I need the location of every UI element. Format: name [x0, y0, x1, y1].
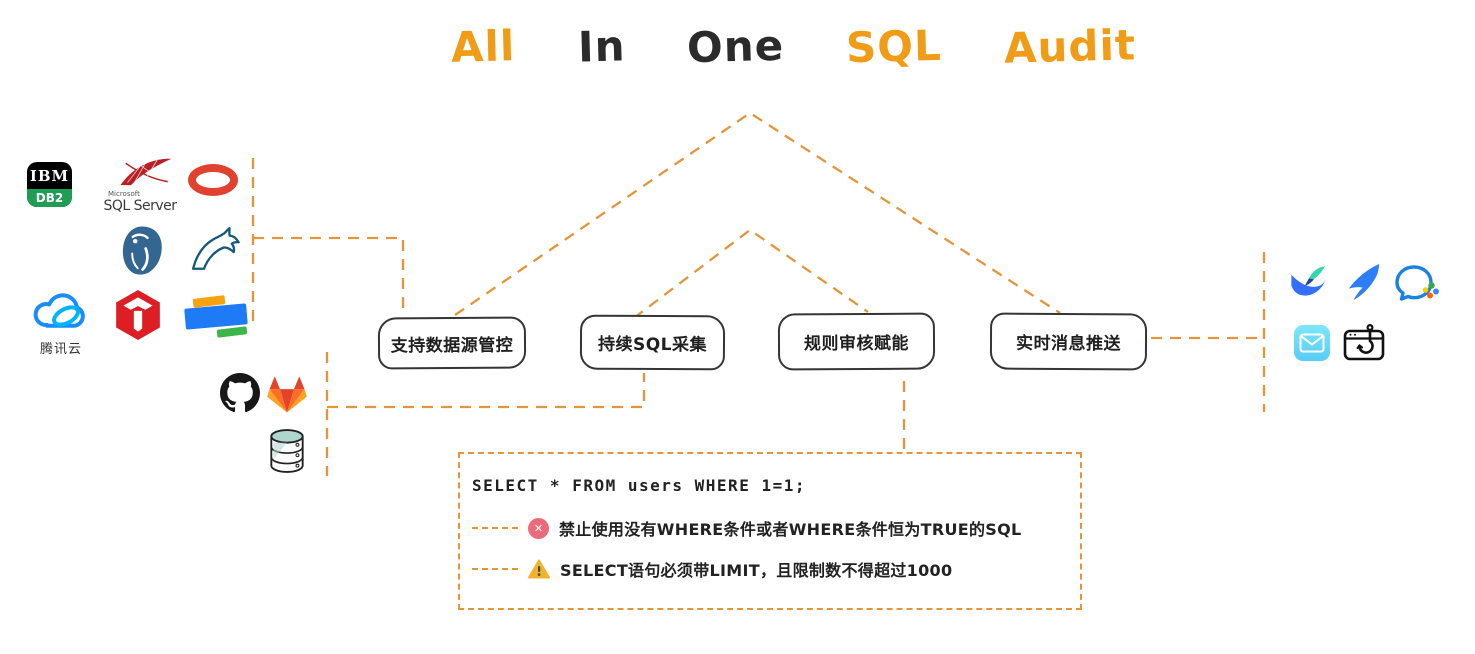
title-word: Audit [1003, 20, 1137, 73]
ibm-logo-text: IBM [27, 162, 72, 189]
rule-dash [472, 568, 518, 570]
ibm-db2-icon: IBM DB2 [27, 162, 72, 207]
sql-query-text: SELECT * FROM users WHERE 1=1; [472, 476, 806, 495]
envelope-icon [1299, 333, 1325, 353]
gitlab-icon [267, 376, 307, 413]
title-word: In [576, 21, 626, 72]
oceanbase-ribbon-blue [184, 303, 248, 330]
tencent-cloud-label: 腾讯云 [39, 342, 82, 357]
feature-box-datasource-management: 支持数据源管控 [377, 316, 527, 370]
rule-row-error: ✕ 禁止使用没有WHERE条件或者WHERE条件恒为TRUE的SQL [472, 516, 1022, 540]
dingtalk-icon [1348, 264, 1380, 300]
feature-label: 实时消息推送 [1015, 333, 1122, 355]
tencent-cloud-logo-icon [33, 293, 85, 328]
title-word: One [686, 20, 785, 73]
warning-triangle-icon [528, 559, 550, 579]
microsoft-sql-server-icon: Microsoft SQL Server [100, 156, 180, 214]
tidb-icon [116, 290, 160, 340]
oceanbase-ribbon-green [216, 326, 248, 338]
postgresql-icon [122, 226, 162, 275]
connector-big-roof [454, 111, 1061, 316]
wechat-work-icon [1395, 265, 1439, 301]
title-word: All [450, 21, 517, 72]
oracle-icon [188, 164, 238, 196]
tencent-cloud-icon: 腾讯云 [30, 291, 92, 357]
connector-left-branch [253, 236, 405, 316]
microsoft-text: Microsoft [108, 190, 140, 198]
mysql-icon [191, 227, 240, 270]
feature-label: 支持数据源管控 [390, 335, 514, 356]
feature-box-message-push: 实时消息推送 [989, 312, 1148, 371]
rule-dash [472, 527, 518, 529]
title-word: SQL [845, 20, 943, 73]
feature-box-rule-audit: 规则审核赋能 [777, 312, 936, 371]
connector-small-roof [633, 228, 869, 319]
error-circle-icon: ✕ [528, 517, 549, 539]
sql-server-text: SQL Server [103, 198, 177, 214]
rule-text: SELECT语句必须带LIMIT，且限制数不得超过1000 [560, 561, 953, 580]
db2-label: DB2 [27, 189, 72, 207]
webhook-icon [1343, 324, 1385, 361]
sql-rules-panel: SELECT * FROM users WHERE 1=1; ✕ 禁止使用没有W… [458, 452, 1082, 610]
feature-label: 持续SQL采集 [597, 334, 708, 356]
github-icon [220, 373, 260, 413]
page-title: All In One SQL Audit [56, 20, 1475, 73]
feature-label: 规则审核赋能 [803, 333, 910, 355]
rule-row-warning: SELECT语句必须带LIMIT，且限制数不得超过1000 [472, 557, 952, 581]
mail-icon [1294, 325, 1330, 361]
feishu-icon [1291, 266, 1326, 296]
connector-git-branch [327, 373, 646, 409]
rule-text: 禁止使用没有WHERE条件或者WHERE条件恒为TRUE的SQL [559, 520, 1022, 539]
sql-server-swoosh-icon [120, 158, 172, 186]
oceanbase-icon [184, 295, 249, 340]
database-dump-icon [270, 429, 304, 473]
feature-box-sql-collection: 持续SQL采集 [579, 314, 726, 371]
